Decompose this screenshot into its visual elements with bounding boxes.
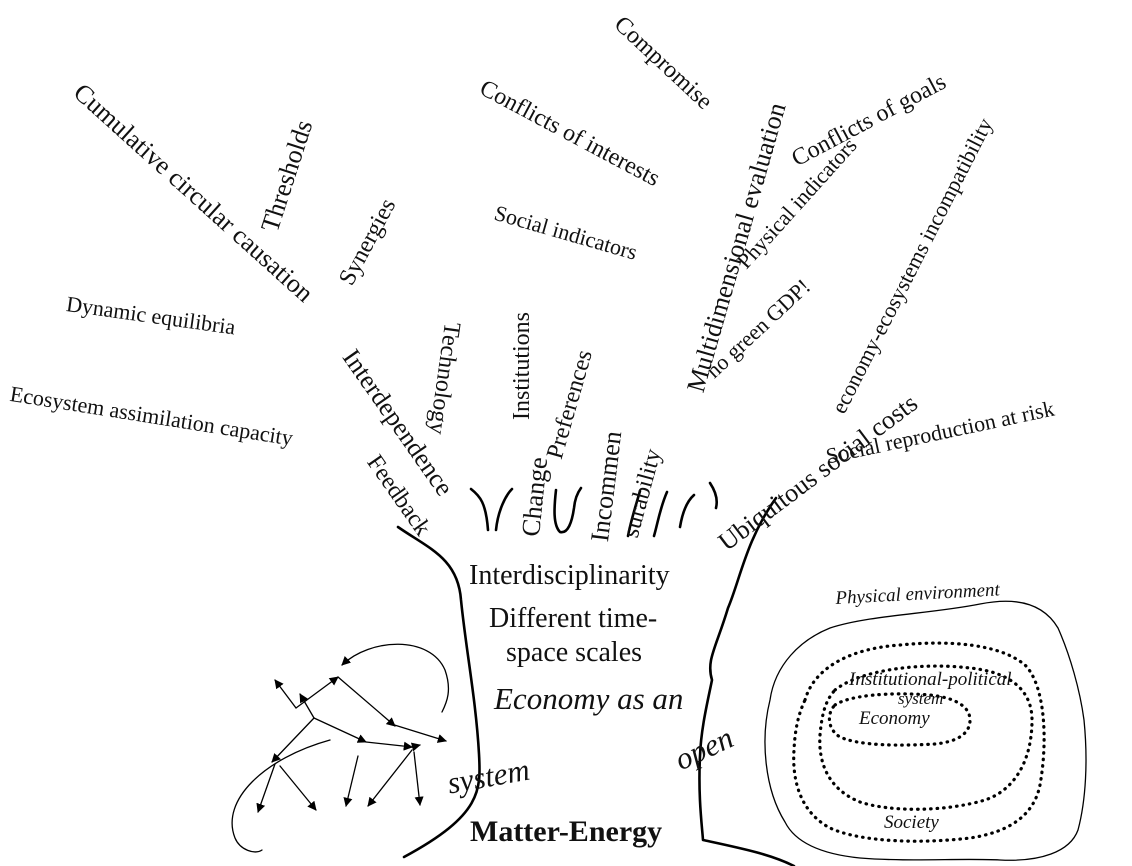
society-boundary [792, 641, 1046, 843]
label-interdisciplinarity: Interdisciplinarity [469, 560, 670, 591]
label-economy-inner: Economy [859, 708, 930, 729]
label-economy-as-an: Economy as an [494, 681, 684, 716]
label-matter-energy: Matter-Energy [470, 815, 663, 848]
branch-stub-7 [708, 481, 719, 510]
branch-stub-3 [553, 486, 583, 534]
label-institutional-political: Institutional-political [849, 669, 1012, 690]
label-institutions: Institutions [509, 311, 535, 420]
trunk-left-outline [396, 525, 481, 859]
branch-stub-5 [652, 490, 669, 538]
trunk-right-outline [698, 496, 796, 866]
branch-stub-6 [678, 493, 696, 529]
label-institutional-system: system [898, 689, 944, 708]
branch-stub-4 [626, 489, 642, 538]
label-different-time-line1: Different time- [489, 603, 658, 634]
label-space-scales-line2: space scales [506, 637, 643, 668]
label-society: Society [884, 812, 939, 833]
economy-boundary [827, 692, 972, 747]
branch-stub-1 [469, 487, 490, 532]
physical-environment-boundary [764, 600, 1087, 861]
branch-stub-2 [494, 487, 514, 532]
feedback-network [231, 643, 450, 853]
institutional-political-boundary [818, 664, 1034, 811]
